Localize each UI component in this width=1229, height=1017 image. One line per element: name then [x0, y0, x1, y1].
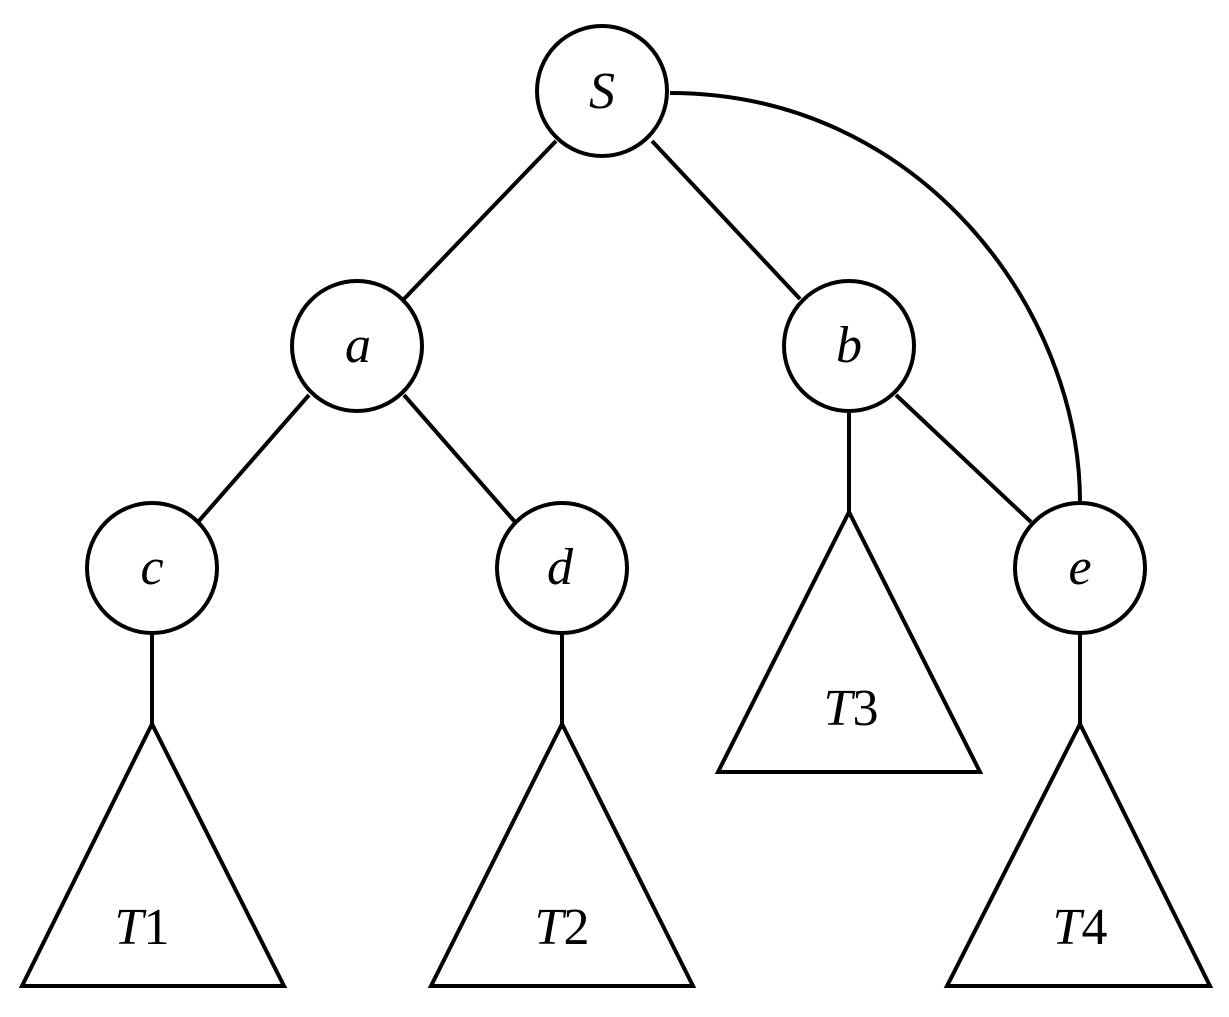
subtree-T3-letter: T — [824, 680, 856, 737]
node-c: c — [85, 501, 219, 635]
subtree-T4-label: T4 — [1053, 899, 1108, 956]
node-d: d — [495, 501, 629, 635]
node-b-circle — [782, 279, 916, 413]
subtree-T4-letter: T — [1053, 899, 1085, 956]
subtree-T1: T1 — [18, 719, 288, 988]
node-a: a — [290, 279, 424, 413]
node-c-label: c — [140, 539, 163, 596]
subtree-T3-label: T3 — [824, 680, 879, 737]
edge-S-b — [650, 139, 802, 301]
subtree-T1-number: 1 — [143, 899, 169, 956]
subtree-T3-triangle — [714, 507, 984, 774]
edge-S-e — [669, 91, 1082, 503]
subtree-T2-label: T2 — [535, 899, 590, 956]
node-a-label: a — [345, 317, 371, 374]
edge-b-e — [894, 393, 1033, 524]
edge-a-d — [402, 393, 517, 524]
node-e-circle — [1013, 501, 1147, 635]
subtree-T2-number: 2 — [563, 899, 589, 956]
node-d-circle — [495, 501, 629, 635]
subtree-T1-label: T1 — [115, 899, 170, 956]
subtree-T2-letter: T — [535, 899, 567, 956]
node-b-label: b — [836, 317, 862, 374]
node-S-circle — [535, 24, 669, 158]
edge-a-c — [196, 393, 311, 524]
subtree-T4-triangle — [943, 719, 1214, 988]
subtree-T2: T2 — [427, 719, 697, 988]
node-e: e — [1013, 501, 1147, 635]
subtree-T1-letter: T — [115, 899, 147, 956]
node-a-circle — [290, 279, 424, 413]
node-S: S — [535, 24, 669, 158]
node-b: b — [782, 279, 916, 413]
subtree-T3: T3 — [714, 507, 984, 774]
edge-S-a — [402, 139, 558, 301]
subtree-T1-triangle — [18, 719, 288, 988]
subtree-T4: T4 — [943, 719, 1214, 988]
node-e-label: e — [1068, 539, 1091, 596]
subtree-T2-triangle — [427, 719, 697, 988]
subtree-T3-number: 3 — [852, 680, 878, 737]
node-c-circle — [85, 501, 219, 635]
node-d-label: d — [547, 539, 574, 596]
node-S-label: S — [589, 63, 615, 120]
subtree-T4-number: 4 — [1081, 899, 1107, 956]
